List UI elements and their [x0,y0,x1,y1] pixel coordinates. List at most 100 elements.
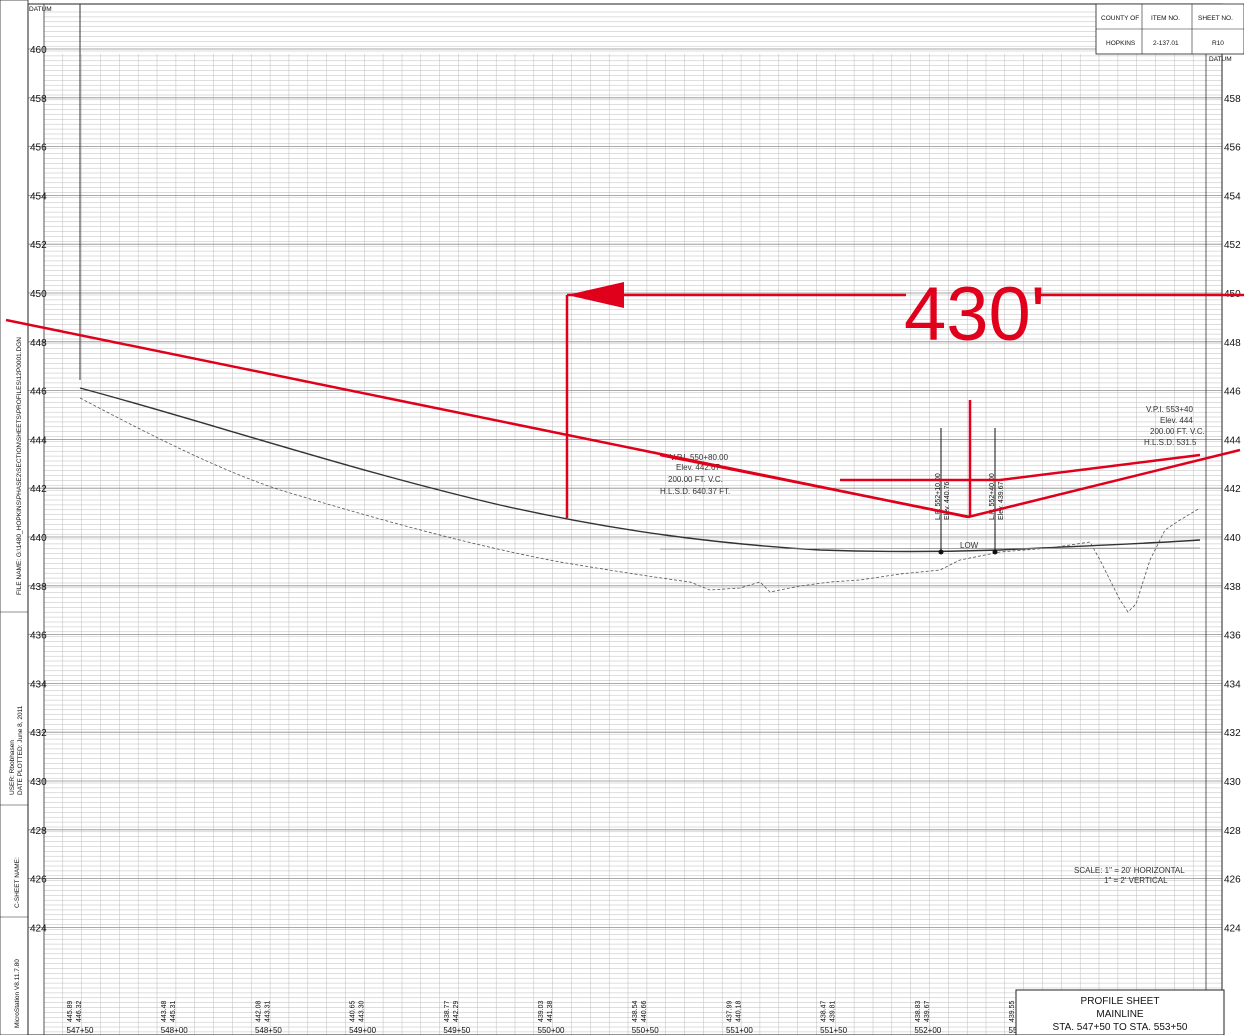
vpi-left-line-2: Elev. 442.67 [676,463,720,472]
station-label: 548+00 [161,1026,188,1035]
elevation-label-left: 424 [30,923,47,934]
vpi-right-line-1: V.P.I. 553+40 [1146,405,1193,414]
grade-elevation-label: 443.31 [264,1000,271,1022]
grid-minor-lines [43,11,1222,1035]
scale-note-horizontal: SCALE: 1" = 20' HORIZONTAL [1074,866,1185,875]
vpi-left-line-3: 200.00 FT. V.C. [668,475,723,484]
sheet-title-line-1: PROFILE SHEET [1081,996,1160,1007]
elevation-label-right: 446 [1224,387,1241,398]
elevation-label-left: 438 [30,582,47,593]
sidebar-file-name: FILE NAME: G:\1480_HOPKINS\PHASE2\SECTIO… [16,337,23,595]
elevation-label-right: 444 [1224,435,1241,446]
station-label: 549+50 [443,1026,470,1035]
elevation-label-left: 460 [30,45,47,56]
grade-elevation-label: 438.47 [821,1000,828,1022]
elevation-label-right: 448 [1224,338,1241,349]
grade-elevation-label: 445.89 [67,1000,74,1022]
grade-elevation-label: 439.67 [924,1000,931,1022]
grade-elevation-label: 438.77 [444,1000,451,1022]
grade-elevation-label: 439.55 [1009,1000,1016,1022]
elevation-label-left: 436 [30,631,47,642]
elevation-label-right: 438 [1224,582,1241,593]
sidebar-c-sheet: C-SHEET NAME: [14,857,21,908]
sidebar-user: USER: Rbobhasen [9,740,16,795]
elevation-label-left: 446 [30,387,47,398]
station-label: 550+50 [632,1026,659,1035]
grade-elevation-label: 442.29 [453,1000,460,1022]
station-label: 551+50 [820,1026,847,1035]
pvt-marker: L.P. 552+40.00 Elev. 439.67 [989,428,1005,555]
pvc-marker: L.P. 552+10.00 Elev. 440.76 [935,428,951,555]
pvc-label-2: Elev. 440.76 [944,481,951,520]
elevation-label-left: 434 [30,679,47,690]
elevation-label-left: 448 [30,338,47,349]
elevation-label-right: 440 [1224,533,1241,544]
elevation-label-left: 440 [30,533,47,544]
grade-elevation-label: 437.99 [726,1000,733,1022]
station-label: 547+50 [67,1026,94,1035]
title-block-header-sheet: SHEET NO. [1198,15,1233,22]
elevation-label-left: 456 [30,143,47,154]
elevation-label-left: 450 [30,289,47,300]
grade-elevation-label: 443.30 [359,1000,366,1022]
grade-elevation-label: 446.32 [76,1000,83,1022]
grade-elevation-label: 441.38 [547,1000,554,1022]
grade-elevation-label: 439.81 [830,1000,837,1022]
title-block-sheet: R10 [1212,40,1224,47]
red-markup [5,293,1244,519]
elevation-label-left: 432 [30,728,47,739]
elevation-label-left: 452 [30,240,47,251]
sidebar: FILE NAME: G:\1480_HOPKINS\PHASE2\SECTIO… [0,0,29,1035]
pvc-label-1: L.P. 552+10.00 [935,473,942,520]
scale-note: SCALE: 1" = 20' HORIZONTAL 1" = 2' VERTI… [1074,866,1185,885]
elevation-label-right: 426 [1224,875,1241,886]
sidebar-date: DATE PLOTTED: June 8, 2011 [17,705,24,795]
sheet-title-line-2: MAINLINE [1096,1009,1144,1020]
station-label: 548+50 [255,1026,282,1035]
vpi-right-annotation: V.P.I. 553+40 Elev. 444 200.00 FT. V.C. … [1144,405,1205,447]
elevation-label-left: 426 [30,875,47,886]
elevation-label-right: 442 [1224,484,1241,495]
elevation-label-right: 454 [1224,191,1241,202]
pvt-label-2: Elev. 439.67 [998,481,1005,520]
title-block-item: 2-137.01 [1153,40,1179,47]
plot-frame [27,3,1223,1035]
vpi-right-line-2: Elev. 444 [1160,416,1193,425]
grade-elevation-label: 438.54 [632,1000,639,1022]
vpi-left-line-4: H.L.S.D. 640.37 FT. [660,487,730,496]
elevation-label-left: 442 [30,484,47,495]
grid-major-lines [28,48,1222,928]
sidebar-station: MicroStation V8.11.7.80 [14,959,21,1028]
elevation-label-right: 458 [1224,94,1241,105]
datum-label-right: DATUM [1209,56,1232,63]
station-label: 549+00 [349,1026,376,1035]
vpi-right-line-4: H.L.S.D. 531.5 [1144,438,1197,447]
elevation-label-right: 430 [1224,777,1241,788]
sheet-title-line-3: STA. 547+50 TO STA. 553+50 [1053,1022,1188,1033]
elevation-labels-left: 4604584564544524504484464444424404384364… [30,45,47,934]
title-block-header-county: COUNTY OF [1101,15,1139,22]
datum-label-left: DATUM [29,6,52,13]
vertical-curve-lower [659,453,971,519]
pvt-label-1: L.P. 552+40.00 [989,473,996,520]
title-block: COUNTY OF ITEM NO. SHEET NO. HOPKINS 2-1… [1095,3,1244,55]
grade-elevation-label: 442.08 [255,1000,262,1022]
sheet-title-block: PROFILE SHEET MAINLINE STA. 547+50 TO ST… [1015,989,1225,1035]
station-label: 551+00 [726,1026,753,1035]
grade-elevation-label: 440.18 [735,1000,742,1022]
elevation-label-left: 454 [30,191,47,202]
grade-elevation-label: 440.66 [641,1000,648,1022]
curve-return-line [967,448,1241,519]
elevation-label-right: 436 [1224,631,1241,642]
proposed-grade-line [79,387,1201,553]
title-block-county: HOPKINS [1106,40,1136,47]
elevation-label-right: 452 [1224,240,1241,251]
station-label: 550+00 [538,1026,565,1035]
vpi-left-annotation: V.P.I. 550+80.00 Elev. 442.67 200.00 FT.… [660,453,730,496]
grade-elevation-label: 445.31 [170,1000,177,1022]
elevation-label-left: 458 [30,94,47,105]
grade-elevation-label: 438.83 [915,1000,922,1022]
elevation-label-right: 432 [1224,728,1241,739]
station-label: 552+00 [914,1026,941,1035]
